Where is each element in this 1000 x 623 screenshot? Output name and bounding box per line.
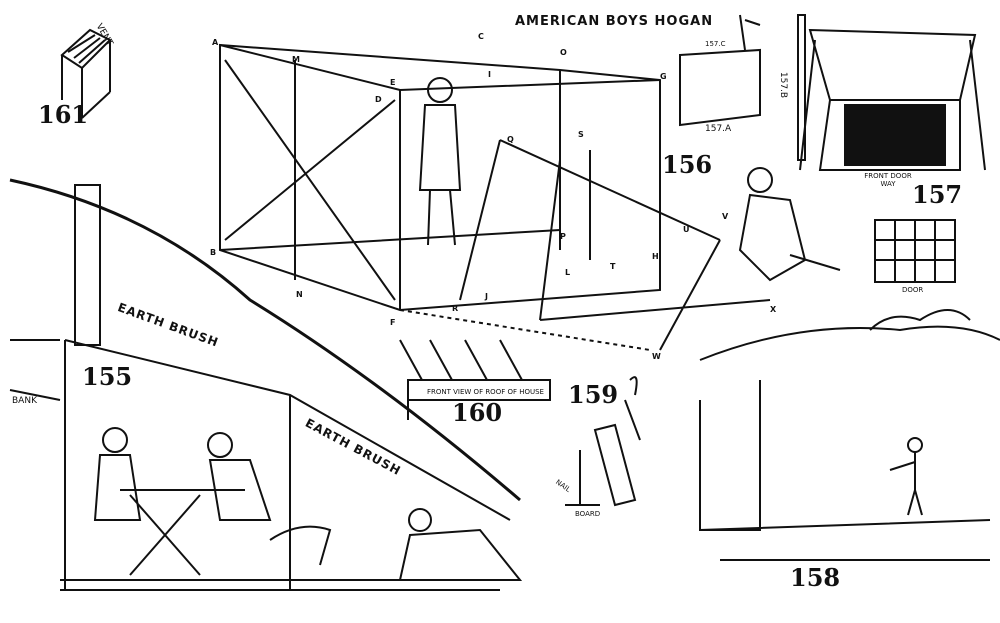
door-label: DOOR	[902, 286, 924, 294]
panel-157a	[679, 14, 806, 161]
front-door-way-label: FRONT DOOR WAY	[864, 172, 912, 188]
landscape-scene	[699, 309, 1000, 561]
figure-161-label: 161	[38, 100, 89, 129]
frame-letter: I	[488, 70, 491, 79]
boys-at-table	[93, 427, 523, 581]
roof-front-view-label: FRONT VIEW OF ROOF OF HOUSE	[427, 388, 544, 396]
frame-letter: D	[375, 95, 382, 104]
frame-letter: F	[390, 318, 396, 327]
kneeling-man	[738, 167, 841, 282]
frame-letter: H	[652, 252, 659, 261]
figure-157a-label: 157.A	[705, 124, 732, 134]
front-doorway	[799, 28, 986, 171]
figure-158-label: 158	[790, 563, 841, 592]
standing-boy	[418, 77, 462, 246]
figure-160-label: 160	[452, 398, 503, 427]
frame-letter: P	[560, 232, 566, 241]
frame-letter: L	[565, 268, 571, 277]
frame-letter: V	[722, 212, 729, 221]
frame-letter: O	[560, 48, 567, 57]
frame-letter: U	[683, 225, 690, 234]
board-label: BOARD	[575, 510, 601, 518]
frame-letter: Q	[507, 135, 514, 144]
frame-letter: S	[578, 130, 584, 139]
bank-label: BANK	[12, 396, 37, 406]
frame-letter: B	[210, 248, 217, 257]
hogan-frame	[219, 43, 771, 351]
frame-letter: R	[452, 304, 459, 313]
frame-letter: G	[660, 72, 667, 81]
frame-letter: T	[610, 262, 616, 271]
frame-letter: W	[652, 352, 661, 361]
frame-letter: J	[485, 292, 488, 301]
frame-letter: C	[478, 32, 484, 41]
frame-letter: N	[296, 290, 303, 299]
figure-157c-label: 157.C	[705, 40, 726, 48]
figure-157b-label: 157.B	[778, 71, 789, 99]
frame-letter: X	[770, 305, 777, 314]
figure-157-label: 157	[912, 180, 963, 209]
frame-letter: M	[292, 55, 300, 64]
figure-156-label: 156	[662, 150, 713, 179]
door-drawing	[874, 219, 956, 283]
vent-drawing	[60, 28, 112, 119]
frame-letter: A	[212, 38, 219, 47]
figure-159-label: 159	[568, 380, 619, 409]
frame-letter: E	[390, 78, 396, 87]
roof-front-view	[399, 339, 551, 420]
title: AMERICAN BOYS HOGAN	[515, 14, 714, 29]
figure-155-label: 155	[82, 362, 133, 391]
dugout-house	[9, 178, 521, 591]
candle-holder	[565, 376, 641, 507]
